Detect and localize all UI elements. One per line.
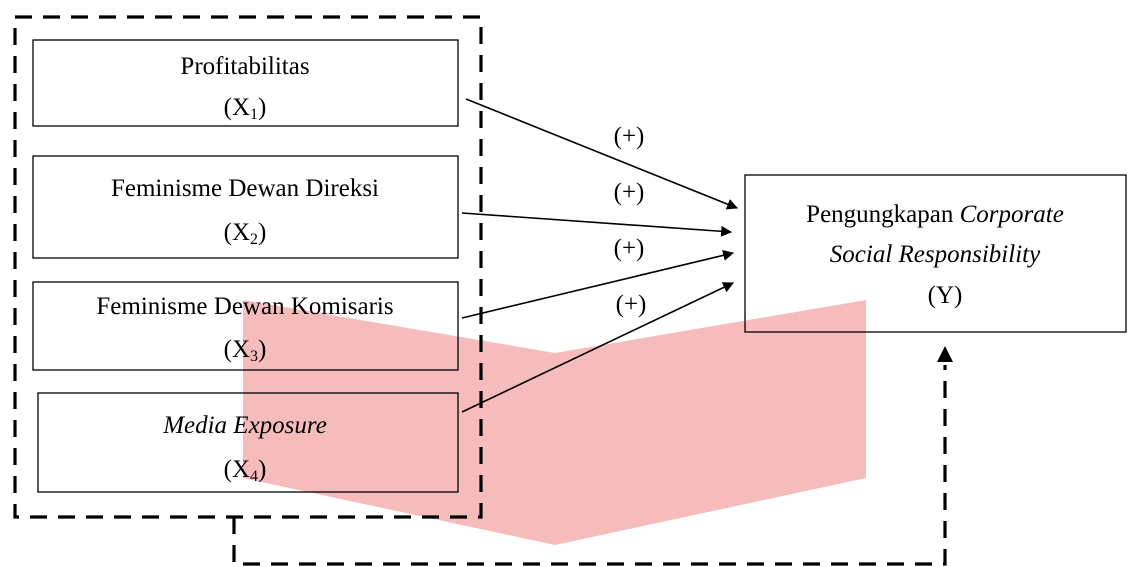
sign-label-x4: (+): [616, 291, 647, 318]
simultaneous-effect-arrowhead: [937, 346, 953, 362]
variable-box-x1: Profitabilitas (X1): [32, 39, 459, 127]
watermark-logo: [243, 300, 866, 545]
simultaneous-effect-line: [232, 365, 947, 566]
variable-symbol-x4: (X4): [224, 456, 267, 485]
sign-label-x3: (+): [614, 235, 645, 262]
dependent-variable-line2: Social Responsibility: [830, 241, 1041, 268]
independent-variables-group-border: [13, 15, 483, 519]
arrow-x2-to-y: [461, 212, 733, 237]
variable-symbol-x1: (X1): [224, 94, 267, 123]
sign-label-x2: (+): [614, 179, 645, 206]
variable-box-x2: Feminisme Dewan Direksi (X2): [32, 155, 459, 259]
variable-name-x1: Profitabilitas: [180, 53, 309, 80]
variable-name-x2: Feminisme Dewan Direksi: [111, 175, 379, 202]
variable-box-x3: Feminisme Dewan Komisaris (X3): [32, 281, 459, 371]
dependent-variable-symbol: (Y): [928, 282, 963, 309]
variable-box-y: Pengungkapan Corporate Social Responsibi…: [744, 174, 1127, 333]
dependent-variable-line1: Pengungkapan Corporate: [806, 201, 1064, 228]
arrow-x1-to-y: [465, 98, 739, 210]
variable-box-x4: Media Exposure (X4): [37, 392, 459, 493]
variable-symbol-x3: (X3): [224, 336, 267, 365]
variable-name-x4: Media Exposure: [162, 412, 327, 439]
arrow-x4-to-y: [461, 282, 734, 413]
sign-label-x1: (+): [614, 123, 645, 150]
variable-symbol-x2: (X2): [224, 219, 267, 248]
variable-name-x3: Feminisme Dewan Komisaris: [96, 293, 393, 320]
arrow-x3-to-y: [461, 249, 735, 319]
